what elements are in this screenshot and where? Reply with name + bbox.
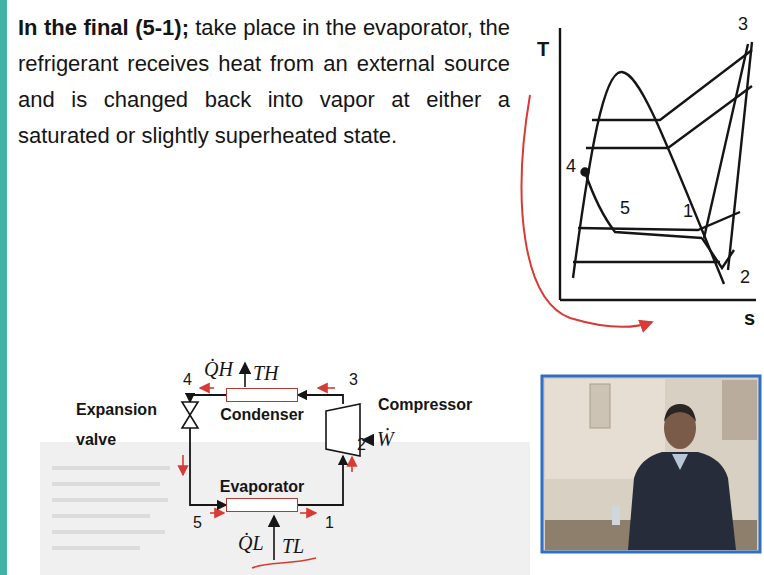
flow-arrow	[318, 387, 335, 389]
heat-symbol: Q̇H	[204, 358, 233, 381]
shirt-collar	[672, 454, 688, 470]
state-point-number: 5	[620, 198, 630, 218]
faded-line	[52, 482, 160, 486]
ts-diagram	[560, 28, 756, 300]
state-point-number: 3	[738, 14, 748, 34]
faded-text-lines	[52, 468, 170, 548]
slide-paragraph: In the final (5-1);take place in the eva…	[18, 10, 510, 154]
annotation-arrow	[522, 95, 652, 327]
symbol-outline	[182, 402, 198, 415]
faded-line	[52, 466, 170, 470]
faded-line	[52, 530, 165, 534]
condenser-box: Condenser	[226, 388, 298, 402]
heat-in-arrow	[273, 516, 275, 560]
symbol-outline	[182, 415, 198, 428]
state-point-number: 1	[683, 201, 693, 221]
compressor-symbol: Compressor	[326, 404, 360, 456]
slide-text: In the final (5-1);	[18, 15, 189, 40]
valve-outline	[182, 402, 198, 428]
isobar-line	[592, 50, 752, 120]
symbol-outline	[326, 404, 360, 456]
saturation-dome	[573, 72, 724, 284]
state-point-number: 2	[740, 267, 750, 287]
t-axis	[559, 28, 561, 300]
flow-arrow	[200, 387, 214, 389]
temperature-symbol: TL	[282, 535, 304, 558]
presenter-hair	[664, 404, 696, 422]
video-inset	[542, 376, 760, 552]
underline-mark	[252, 558, 316, 568]
door-panel	[722, 380, 757, 440]
faded-line	[52, 498, 168, 502]
expansion-valve-symbol: Expansion valve	[182, 402, 198, 428]
temperature-symbol: TH	[253, 362, 279, 385]
flow-direction-arrows	[183, 388, 352, 513]
presenter-body	[628, 452, 736, 550]
heat-out-arrow	[244, 363, 246, 387]
axis-label: T	[537, 38, 549, 60]
component-name: Condenser	[220, 406, 304, 424]
component-name: Compressor	[378, 396, 472, 414]
refrigerant-line	[298, 395, 343, 404]
flow-arrow	[351, 457, 353, 472]
accent-bar	[0, 0, 7, 575]
bottle	[612, 505, 620, 525]
compression-line	[728, 42, 752, 270]
s-axis	[560, 299, 756, 301]
flow-arrow	[182, 455, 184, 475]
state-point-number: 4	[566, 156, 576, 176]
component-name: Expansion valve	[76, 395, 172, 455]
heat-symbol: Q̇L	[238, 532, 264, 555]
state-point-number: 3	[349, 371, 358, 389]
flow-arrow	[210, 512, 224, 514]
state-point-number: 5	[193, 514, 202, 532]
video-frame	[542, 376, 760, 552]
flow-arrow	[300, 512, 316, 514]
faded-line	[52, 546, 140, 550]
cycle-path	[585, 172, 702, 238]
faded-overlay	[40, 442, 530, 575]
state-point-number: 2	[357, 436, 366, 454]
component-name: Evaporator	[220, 478, 304, 496]
state-point-number: 1	[325, 514, 334, 532]
compressor-outline	[326, 404, 360, 456]
state-point-number: 4	[183, 371, 192, 389]
refrigerant-line	[190, 395, 226, 402]
work-symbol: Ẇ	[377, 428, 394, 451]
evaporator-box: Evaporator	[226, 498, 298, 512]
faded-line	[52, 514, 150, 518]
picture-frame	[590, 384, 610, 428]
refrigerant-line	[298, 456, 343, 505]
isobar-line	[573, 261, 720, 263]
axis-label: s	[744, 307, 755, 329]
state-dot	[582, 169, 589, 176]
